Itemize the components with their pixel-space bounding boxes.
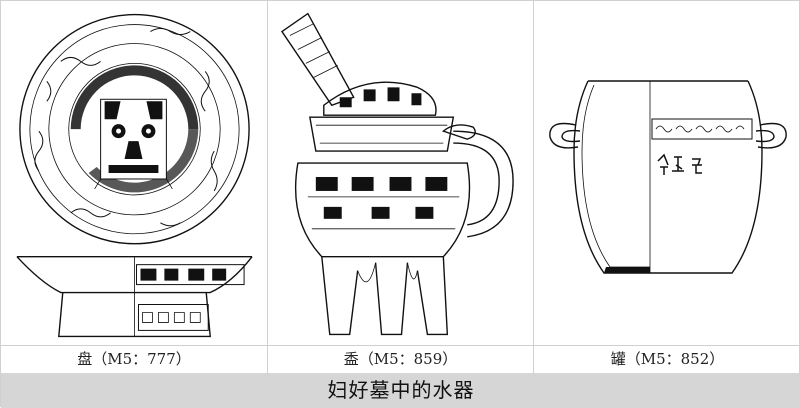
he-caption: 盉（M5：859） xyxy=(343,350,458,368)
panel-pan: 盘（M5：777） xyxy=(1,1,268,373)
pan-drawing xyxy=(1,1,267,346)
pan-illustration xyxy=(16,13,253,338)
he-drawing xyxy=(268,1,533,346)
inscription-mark xyxy=(657,153,702,175)
figure-title: 妇好墓中的水器 xyxy=(1,373,800,408)
panel-he: 盉（M5：859） xyxy=(268,1,534,373)
guan-drawing xyxy=(534,1,800,346)
pan-caption: 盘（M5：777） xyxy=(77,350,191,368)
panel-guan: 罐（M5：852） xyxy=(534,1,800,373)
central-mask xyxy=(94,98,173,190)
pan-side-view xyxy=(16,255,253,338)
panels: 盘（M5：777） xyxy=(1,1,800,373)
guan-caption: 罐（M5：852） xyxy=(610,350,725,368)
guan-illustration xyxy=(549,80,787,274)
guan-vessel xyxy=(549,80,787,274)
he-vessel xyxy=(280,12,514,336)
pan-top-view xyxy=(19,13,250,245)
he-illustration xyxy=(280,12,514,336)
